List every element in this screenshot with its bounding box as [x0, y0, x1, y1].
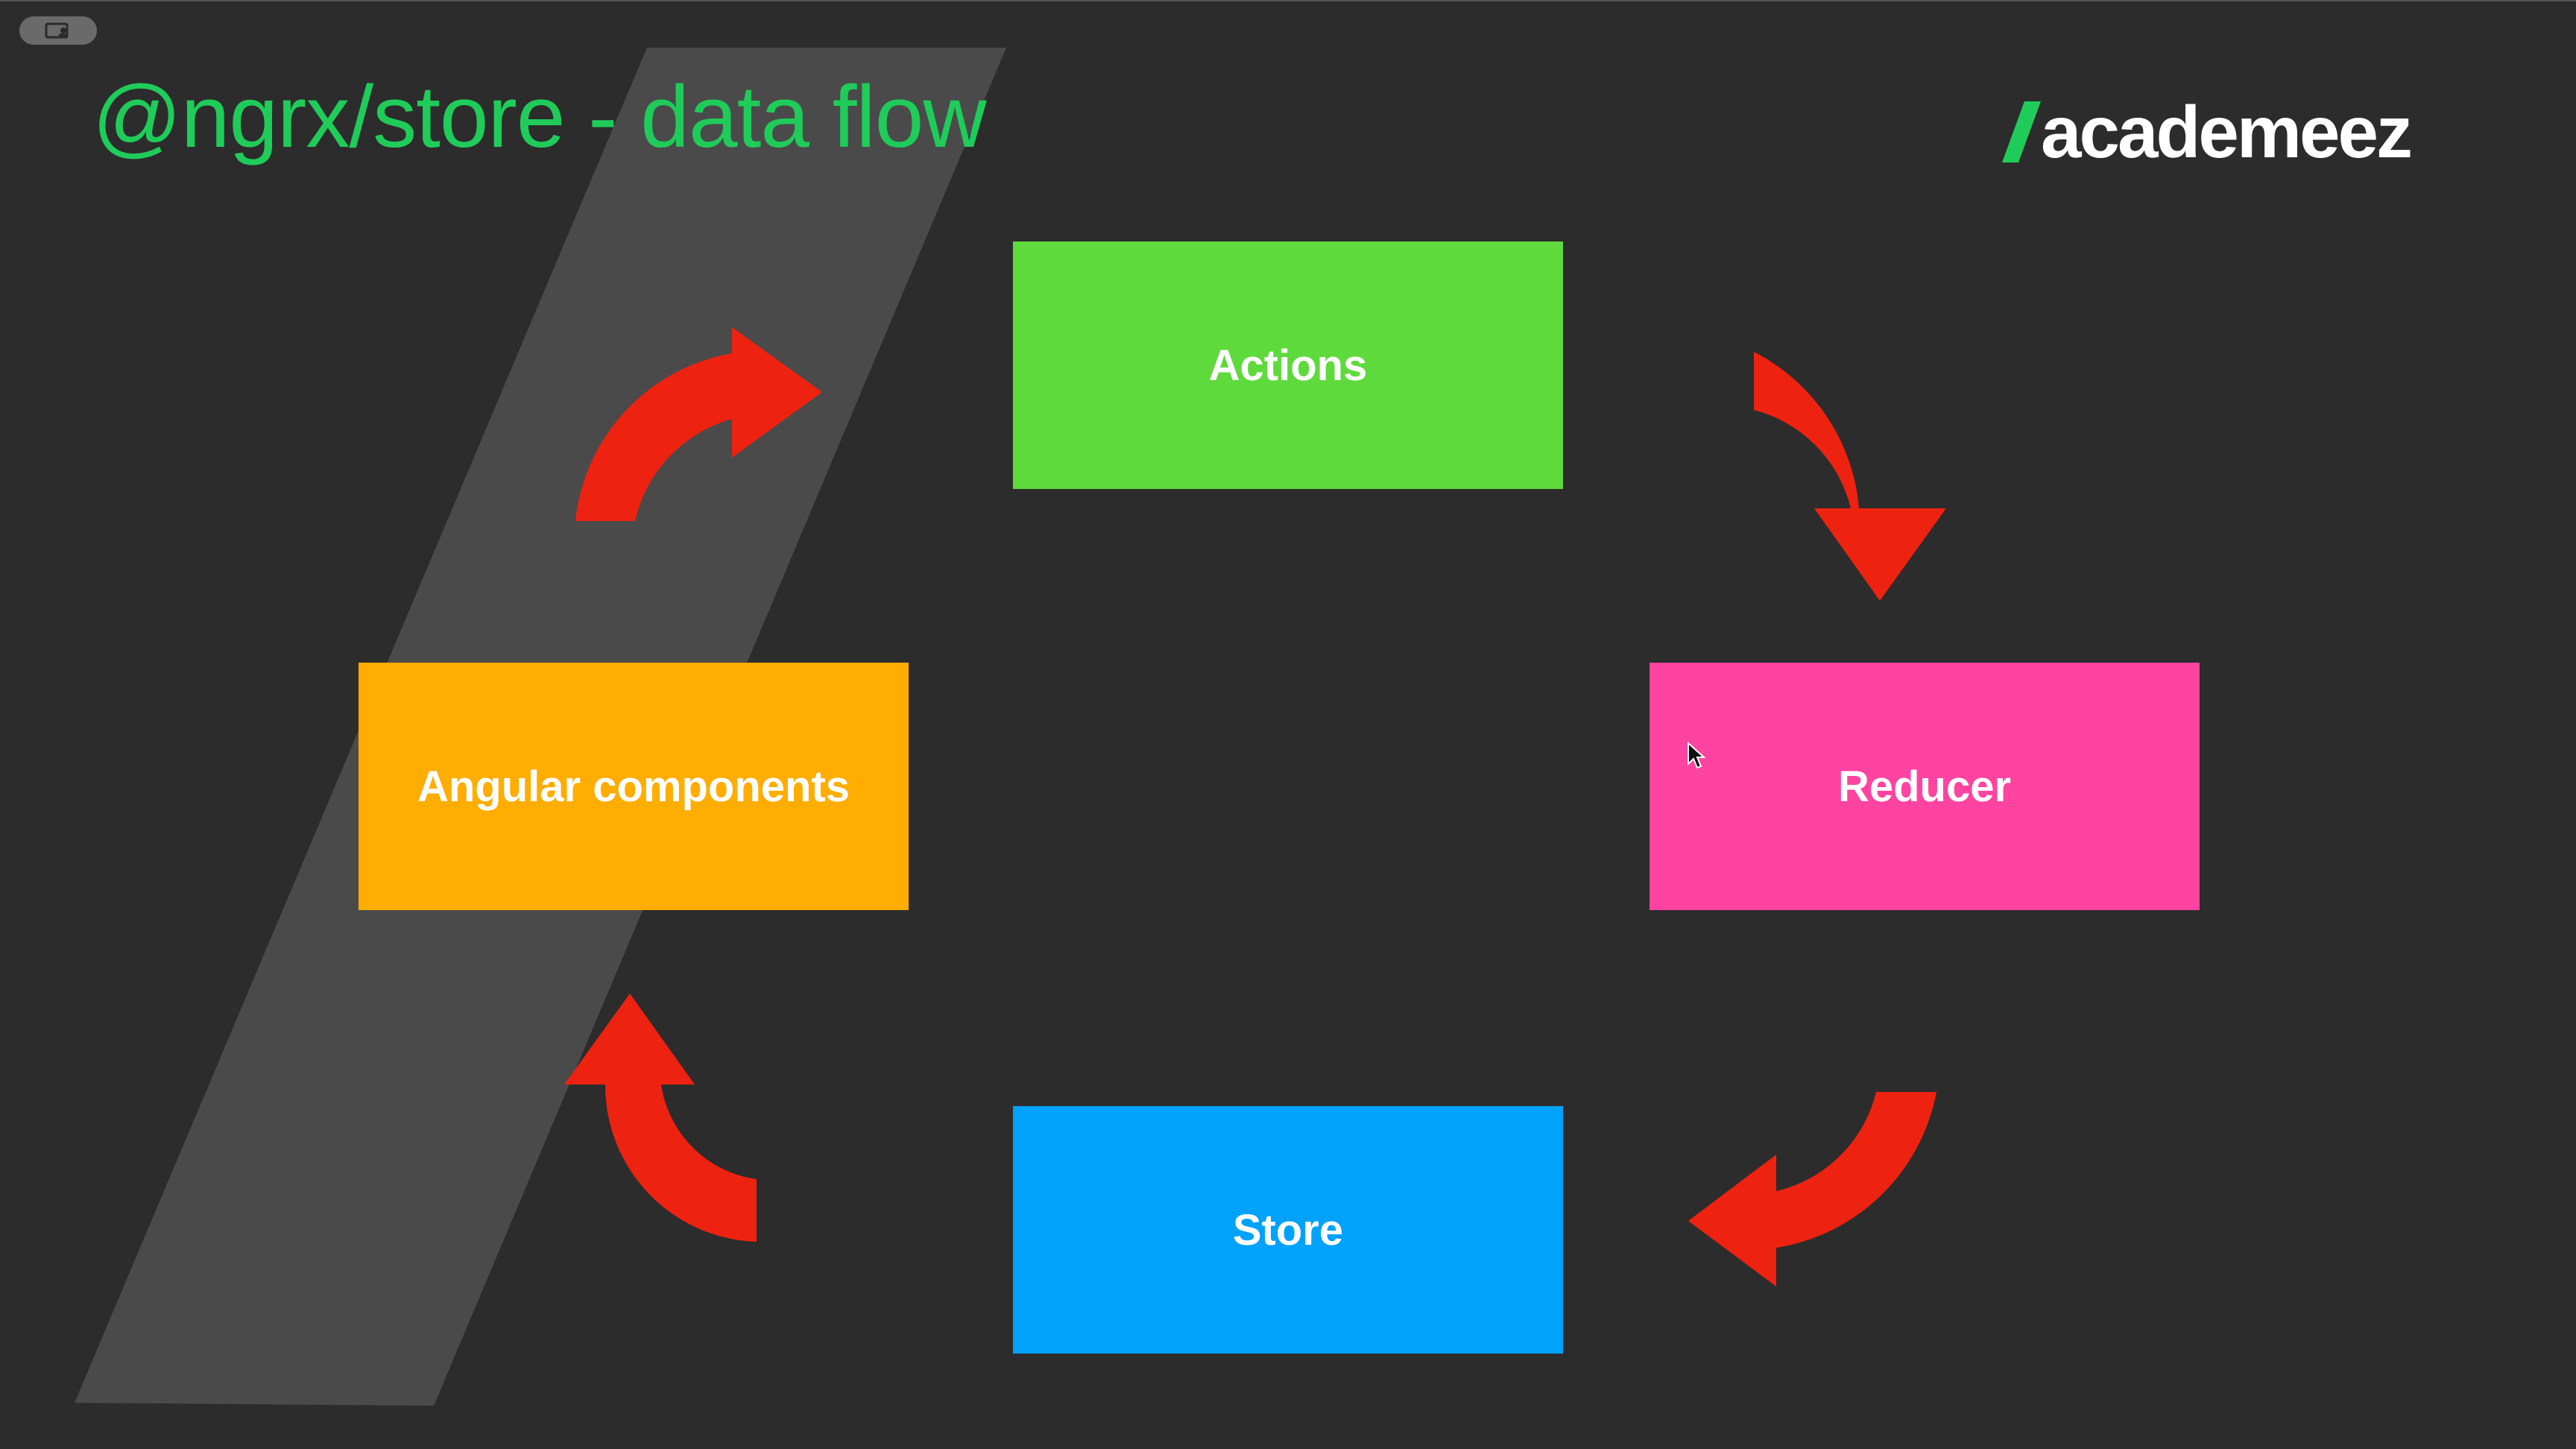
logo-text: academeez: [2041, 91, 2413, 173]
node-actions-label: Actions: [1208, 341, 1368, 390]
window-control-button[interactable]: [19, 16, 97, 45]
academeez-logo: academeez: [2002, 91, 2413, 173]
screen-share-icon: [45, 22, 69, 39]
node-actions: Actions: [1013, 242, 1563, 489]
arrow-store-to-components: [564, 994, 757, 1242]
arrow-reducer-to-store: [1688, 1092, 1936, 1287]
node-angular-components: Angular components: [359, 663, 909, 910]
node-reducer: Reducer: [1650, 663, 2200, 910]
mouse-cursor-icon: [1688, 742, 1706, 769]
node-components-label: Angular components: [417, 762, 850, 811]
node-reducer-label: Reducer: [1837, 762, 2012, 811]
slide-title: @ngrx/store - data flow: [92, 68, 987, 166]
arrow-components-to-actions: [575, 327, 822, 521]
logo-slash-mark: [2002, 101, 2041, 162]
node-store: Store: [1013, 1106, 1563, 1354]
arrow-actions-to-reducer: [1754, 352, 1946, 601]
node-store-label: Store: [1232, 1205, 1344, 1254]
